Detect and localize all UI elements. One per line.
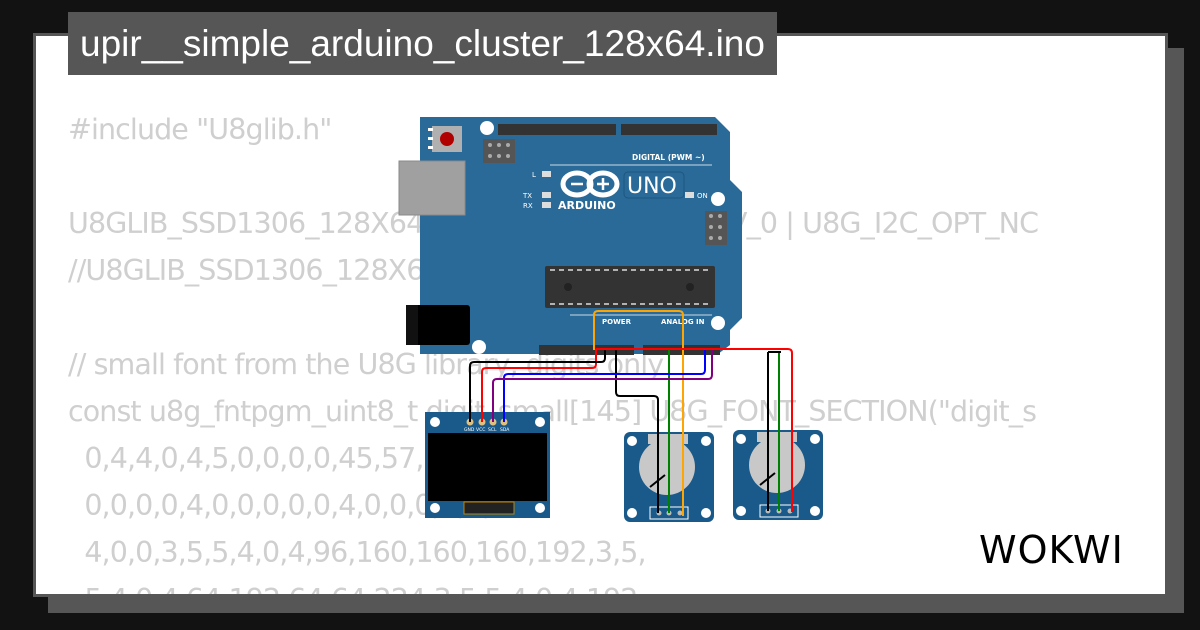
wire-red-pot2-vcc[interactable] bbox=[596, 348, 793, 512]
potentiometer-knob[interactable] bbox=[639, 439, 695, 495]
wire-blue-oled-sda[interactable] bbox=[503, 350, 706, 422]
usb-port bbox=[398, 160, 466, 216]
wires bbox=[469, 310, 793, 516]
oled-pin-sda: SDA bbox=[500, 427, 510, 433]
power-jack bbox=[406, 305, 470, 345]
arduino-uno-board[interactable]: UNO ARDUINO DIGITAL (PWM ~) L TX RX ON P… bbox=[398, 117, 742, 355]
oled-pin-gnd: GND bbox=[464, 427, 475, 433]
power-header bbox=[539, 345, 634, 355]
power-label: POWER bbox=[602, 318, 632, 326]
code-preview: #include "U8glib.h" U8GLIB_SSD1306_128X6… bbox=[68, 106, 1039, 594]
led-label-rx: RX bbox=[523, 202, 533, 210]
board-brand-label: ARDUINO bbox=[558, 199, 616, 212]
board-model-label: UNO bbox=[627, 174, 677, 199]
led-label-on: ON bbox=[697, 192, 708, 200]
wire-purple-oled-scl[interactable] bbox=[492, 350, 713, 422]
project-title: upir__simple_arduino_cluster_128x64.ino bbox=[68, 12, 777, 75]
led-label-tx: TX bbox=[522, 192, 532, 200]
preview-panel: #include "U8glib.h" U8GLIB_SSD1306_128X6… bbox=[36, 36, 1165, 594]
digital-header-label: DIGITAL (PWM ~) bbox=[632, 153, 705, 162]
code-line: 5,4,0,4,64,192,64,64,224,3,5,5,4,0,4,192 bbox=[68, 583, 638, 594]
code-line: 4,0,0,3,5,5,4,0,4,96,160,160,160,192,3,5… bbox=[68, 536, 646, 569]
atmega-chip bbox=[545, 266, 715, 308]
digital-header-left bbox=[498, 124, 616, 135]
code-line: const u8g_fntpgm_uint8_t digit_small[145… bbox=[68, 395, 1037, 428]
oled-ssd1306-display[interactable]: GND VCC SCL SDA bbox=[425, 412, 550, 518]
led-label-l: L bbox=[532, 171, 536, 179]
wire-black-oled-gnd[interactable] bbox=[469, 350, 606, 422]
code-line: #include "U8glib.h" bbox=[68, 113, 332, 146]
wokwi-logo: WOKWI bbox=[979, 528, 1124, 572]
oled-pin-vcc: VCC bbox=[476, 427, 485, 433]
code-line: 0,0,0,0,4,0,0,0,0,0,4,0,0,0,0,0, bbox=[68, 489, 491, 522]
wire-black-pot1-gnd[interactable] bbox=[615, 350, 659, 513]
wire-red-oled-vcc[interactable] bbox=[481, 349, 597, 422]
arduino-logo-icon bbox=[560, 170, 620, 198]
wire-orange[interactable] bbox=[593, 310, 684, 350]
oled-screen bbox=[428, 433, 547, 501]
potentiometer-knob[interactable] bbox=[749, 437, 805, 493]
oled-pin-scl: SCL bbox=[488, 427, 497, 433]
digital-header-right bbox=[621, 124, 717, 135]
